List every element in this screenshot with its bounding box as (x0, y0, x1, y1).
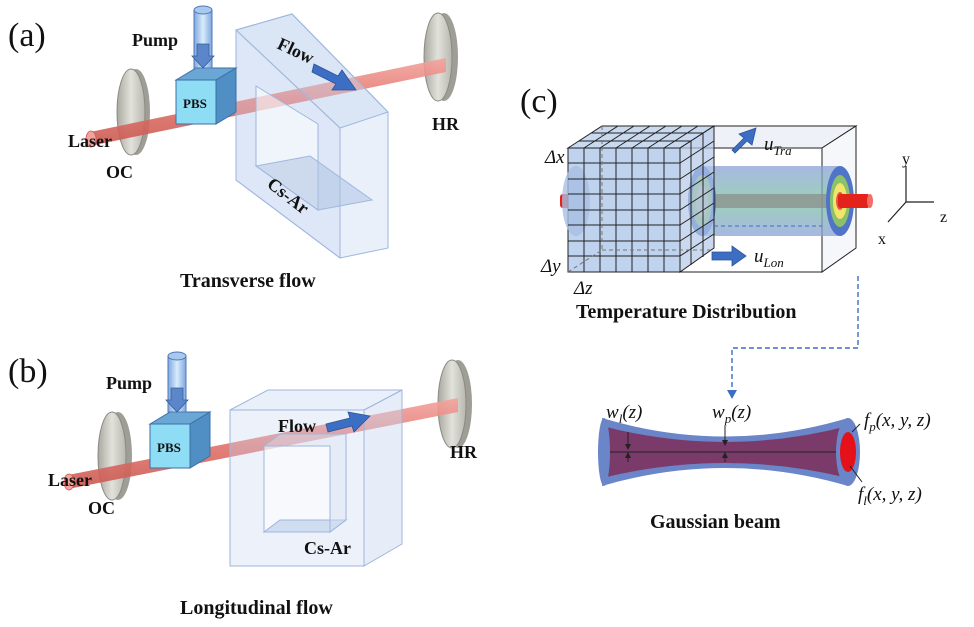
axis-z-label: z (940, 209, 947, 226)
fp-label: fp(x, y, z) (864, 410, 931, 434)
pbs-label-a: PBS (183, 96, 207, 111)
pump-b (165, 351, 189, 413)
dy-label: Δy (540, 256, 561, 277)
coordinate-axes (887, 166, 934, 223)
caption-b: Longitudinal flow (180, 597, 333, 619)
pump-label-a: Pump (132, 30, 178, 50)
panel-a-label: (a) (8, 17, 46, 54)
oc-mirror-a (116, 68, 150, 156)
u-lon-label: uLon (754, 246, 784, 270)
gaussian-beam (598, 418, 863, 486)
pbs-cube-b (148, 411, 212, 469)
flow-label-b: Flow (278, 416, 316, 436)
panel-b: (b) PBS (8, 351, 478, 619)
pbs-cube-a (174, 67, 238, 125)
wl-label: wl(z) (606, 402, 642, 426)
axis-x-label: x (878, 231, 886, 248)
cell-label-b: Cs-Ar (304, 538, 351, 558)
hr-label-b: HR (450, 442, 478, 462)
u-tra-label: uTra (764, 134, 792, 158)
pump-a (191, 5, 215, 69)
temp-caption: Temperature Distribution (576, 301, 797, 323)
panel-c-label: (c) (520, 83, 558, 120)
flow-arrow-b (325, 411, 371, 433)
connector-dashed (731, 276, 859, 392)
oc-mirror-b (97, 411, 132, 501)
flow-arrow-a (311, 63, 357, 91)
laser-label-b: Laser (48, 470, 92, 490)
oc-label-a: OC (106, 162, 133, 182)
wp-label: wp(z) (712, 402, 751, 426)
laser-label-a: Laser (68, 131, 112, 151)
cell-b (229, 389, 403, 567)
panel-a: (a) PBS (8, 5, 460, 292)
pbs-label-b: PBS (157, 440, 181, 455)
mesh-grid (562, 125, 716, 273)
u-tra-arrow (731, 127, 757, 154)
axis-y-label: y (902, 151, 910, 168)
connector-arrowhead (727, 390, 737, 399)
hr-mirror-a (423, 12, 458, 102)
panel-b-label: (b) (8, 353, 48, 390)
panel-c: (c) (520, 83, 947, 533)
hr-label-a: HR (432, 114, 460, 134)
dx-label: Δx (544, 147, 565, 168)
beam-out-stub (838, 194, 870, 208)
beam-out-cap (867, 194, 873, 208)
caption-a: Transverse flow (180, 270, 316, 292)
dz-label: Δz (573, 278, 593, 299)
u-lon-arrow (711, 245, 747, 267)
oc-label-b: OC (88, 498, 115, 518)
beam-caption: Gaussian beam (650, 511, 781, 533)
fl-label: fl(x, y, z) (858, 484, 922, 508)
pump-label-b: Pump (106, 373, 152, 393)
